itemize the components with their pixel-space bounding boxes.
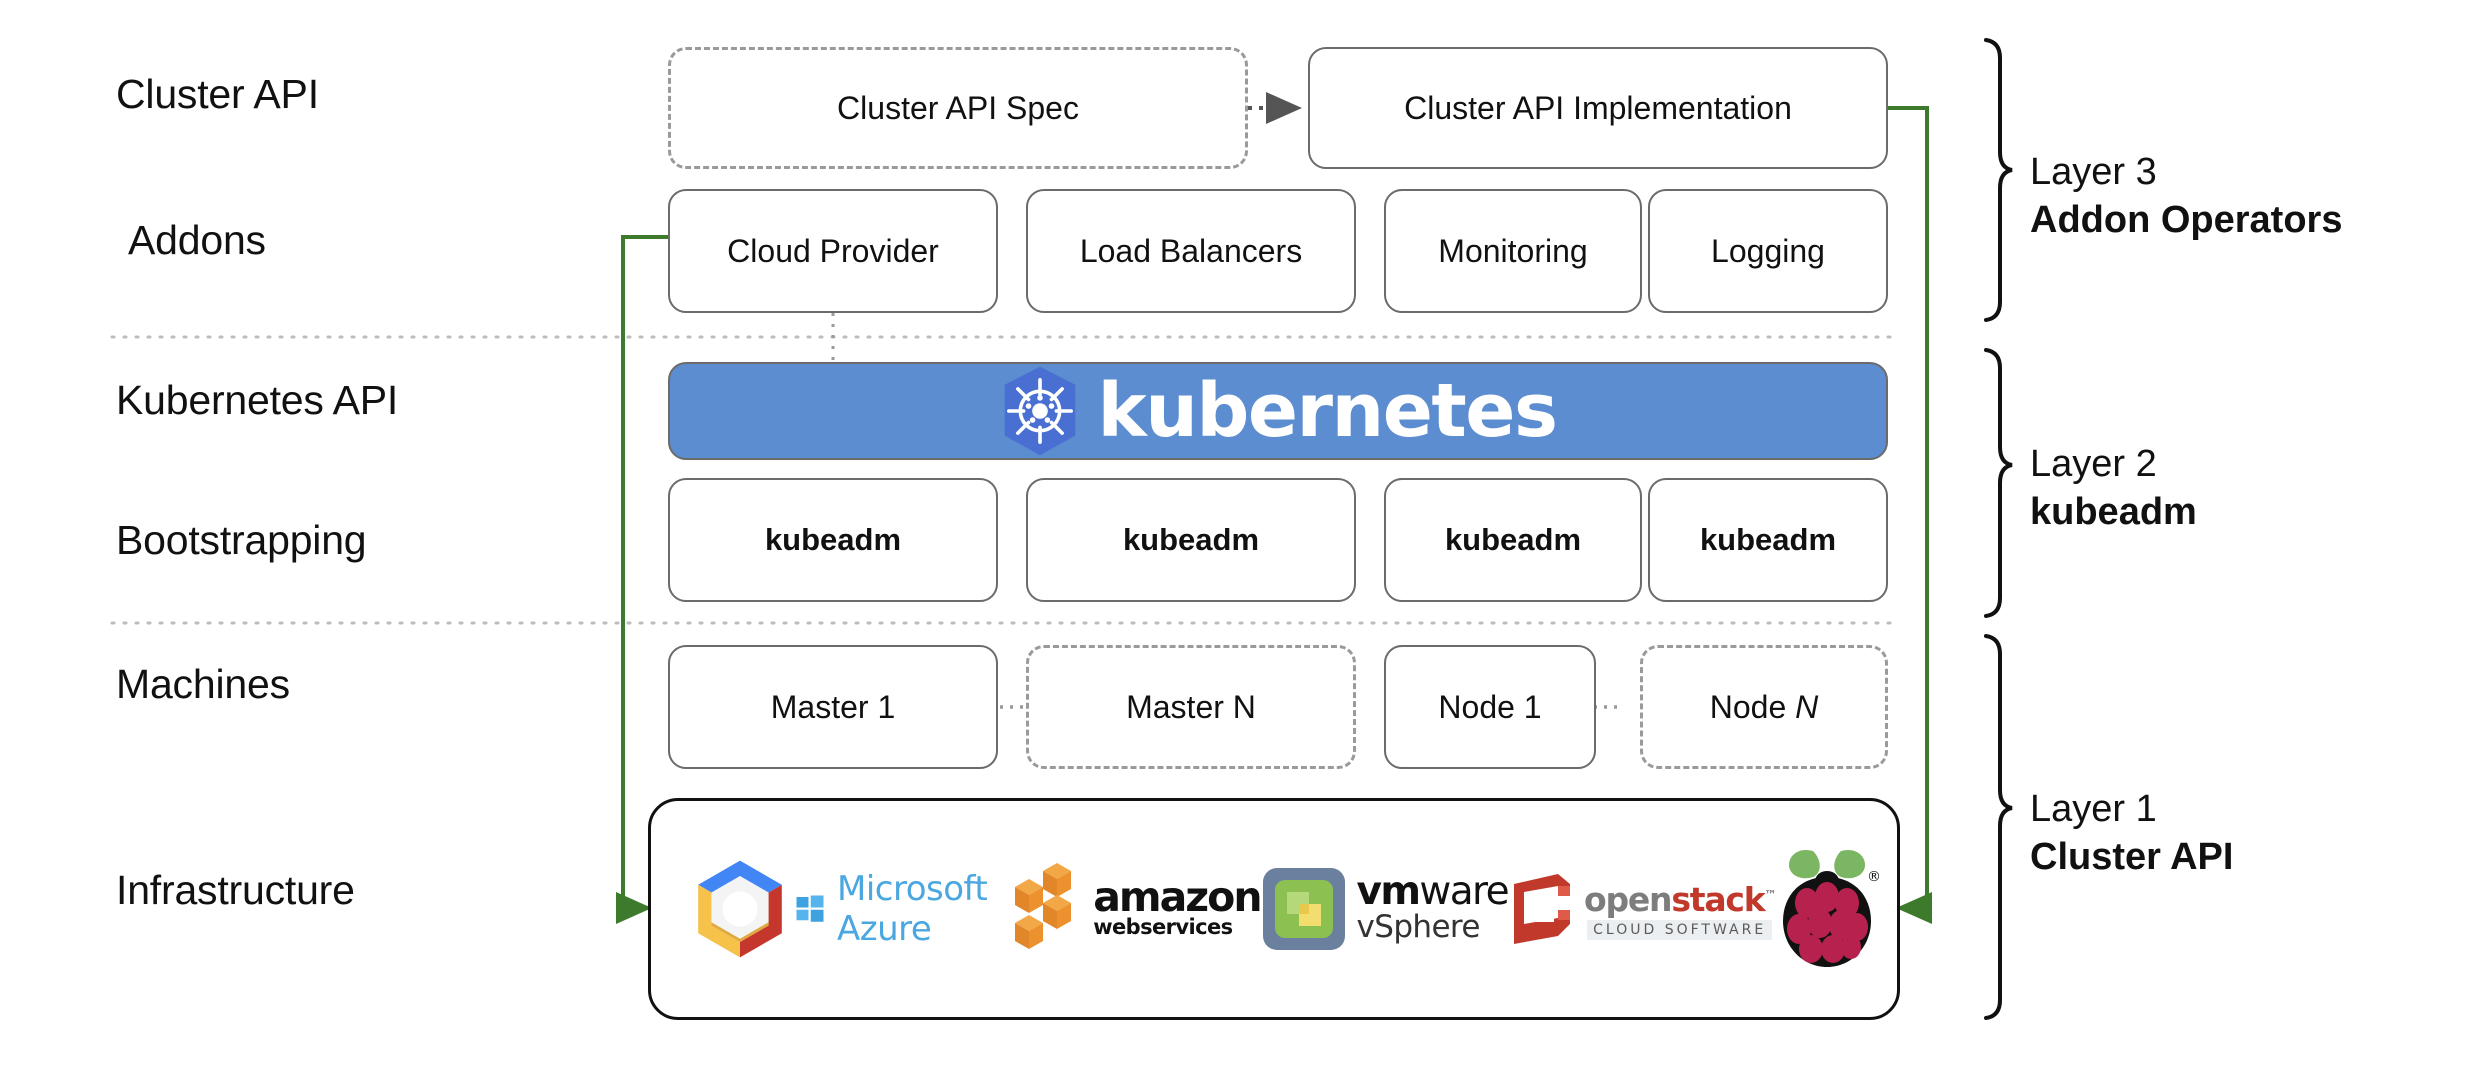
addon-label-monitoring: Monitoring (1438, 232, 1588, 269)
openstack-trademark-mark: ™ (1764, 887, 1777, 902)
openstack-icon (1513, 874, 1570, 944)
bootstrap-box-4[interactable]: kubeadm (1648, 478, 1888, 602)
provider-logo-row: Microsoft Azure (651, 801, 1897, 1017)
google-cloud-icon (698, 860, 782, 958)
provider-logo-amazon-web-services[interactable]: amazon webservices (1003, 861, 1263, 957)
layer-annotation-2: Layer 2 kubeadm (2030, 440, 2197, 536)
bootstrap-box-1[interactable]: kubeadm (668, 478, 998, 602)
addon-box-cloud-provider[interactable]: Cloud Provider (668, 189, 998, 313)
infrastructure-box[interactable]: Microsoft Azure (648, 798, 1900, 1020)
row-label-infrastructure: Infrastructure (116, 867, 355, 913)
layer-annotation-1: Layer 1 Cluster API (2030, 785, 2233, 881)
layer-3-number: Layer 3 (2030, 151, 2157, 193)
addon-box-monitoring[interactable]: Monitoring (1384, 189, 1642, 313)
aws-wordmark-line1: amazon (1093, 873, 1262, 921)
green-arrow-implementation-to-infrastructure (1888, 106, 1932, 924)
vmware-wordmark-ware: ware (1419, 869, 1509, 914)
machine-box-master-n[interactable]: Master N (1026, 645, 1356, 769)
machine-box-node-1[interactable]: Node 1 (1384, 645, 1596, 769)
addon-label-logging: Logging (1711, 232, 1825, 269)
layer-3-name: Addon Operators (2030, 199, 2343, 241)
row-label-cluster-api: Cluster API (116, 71, 319, 117)
brace-layer-2 (1984, 348, 2013, 618)
row-label-kubernetes-api: Kubernetes API (116, 377, 399, 423)
vmware-wordmark-vm: vm (1356, 869, 1421, 914)
addon-label-cloud-provider: Cloud Provider (727, 232, 939, 269)
layer-2-name: kubeadm (2030, 491, 2197, 533)
cluster-api-spec-label: Cluster API Spec (837, 89, 1079, 126)
microsoft-azure-wordmark: Microsoft Azure (837, 869, 988, 949)
vmware-vsphere-icon (1262, 868, 1345, 950)
provider-logo-google-cloud[interactable] (685, 854, 795, 964)
machine-label-node-n-italic: N (1795, 688, 1819, 725)
provider-logo-openstack[interactable]: openstack™ CLOUD SOFTWARE (1508, 866, 1777, 952)
bootstrap-box-2[interactable]: kubeadm (1026, 478, 1356, 602)
provider-logo-microsoft-azure[interactable]: Microsoft Azure (795, 869, 1003, 949)
cluster-api-implementation-box[interactable]: Cluster API Implementation (1308, 47, 1888, 169)
cluster-api-spec-box[interactable]: Cluster API Spec (668, 47, 1248, 169)
kubernetes-wordmark: kubernetes (1097, 368, 1558, 454)
raspberry-pi-registered-mark: ® (1867, 869, 1879, 885)
kubernetes-helm-logo (1005, 366, 1076, 456)
machine-label-node-n: Node N (1710, 689, 1819, 726)
addon-box-load-balancers[interactable]: Load Balancers (1026, 189, 1356, 313)
layer-1-name: Cluster API (2030, 836, 2234, 878)
aws-wordmark: amazon webservices (1093, 873, 1262, 940)
openstack-wordmark-tagline: CLOUD SOFTWARE (1587, 919, 1773, 940)
machine-label-master-n: Master N (1126, 688, 1256, 725)
layer-2-number: Layer 2 (2030, 443, 2157, 485)
provider-logo-vmware-vsphere[interactable]: vmware vSphere (1261, 866, 1510, 952)
raspberry-pi-icon: ® (1783, 849, 1879, 967)
layer-annotation-3: Layer 3 Addon Operators (2030, 148, 2342, 244)
machine-box-master-1[interactable]: Master 1 (668, 645, 998, 769)
machine-label-master-1: Master 1 (770, 688, 896, 725)
machine-box-node-n[interactable]: Node N (1640, 645, 1888, 769)
machine-label-node-n-text: Node (1709, 688, 1796, 725)
row-label-bootstrapping: Bootstrapping (116, 517, 367, 563)
bootstrap-label-3: kubeadm (1444, 522, 1582, 557)
vmware-wordmark-vsphere: vSphere (1356, 909, 1481, 945)
aws-wordmark-line2: webservices (1093, 915, 1233, 939)
bootstrap-label-4: kubeadm (1699, 522, 1837, 557)
row-label-machines: Machines (116, 661, 290, 707)
vmware-wordmark: vmware vSphere (1356, 872, 1510, 945)
brace-layer-3 (1984, 38, 2013, 322)
row-label-addons: Addons (128, 217, 266, 263)
addon-box-logging[interactable]: Logging (1648, 189, 1888, 313)
aws-cubes-icon (1015, 863, 1072, 949)
bootstrap-box-3[interactable]: kubeadm (1384, 478, 1642, 602)
openstack-wordmark-open: open (1583, 879, 1673, 919)
addon-label-load-balancers: Load Balancers (1079, 232, 1303, 269)
bootstrap-label-2: kubeadm (1122, 522, 1260, 557)
machine-label-node-1: Node 1 (1438, 688, 1542, 725)
kubernetes-banner: kubernetes (668, 362, 1888, 460)
microsoft-windows-icon (796, 895, 824, 922)
openstack-wordmark: openstack™ CLOUD SOFTWARE (1583, 879, 1777, 940)
bootstrap-label-1: kubeadm (764, 522, 902, 557)
layer-1-number: Layer 1 (2030, 788, 2157, 830)
openstack-wordmark-stack: stack (1671, 879, 1765, 919)
brace-layer-1 (1984, 634, 2013, 1020)
cluster-api-implementation-label: Cluster API Implementation (1404, 89, 1792, 126)
provider-logo-raspberry-pi[interactable]: ® (1775, 847, 1879, 971)
